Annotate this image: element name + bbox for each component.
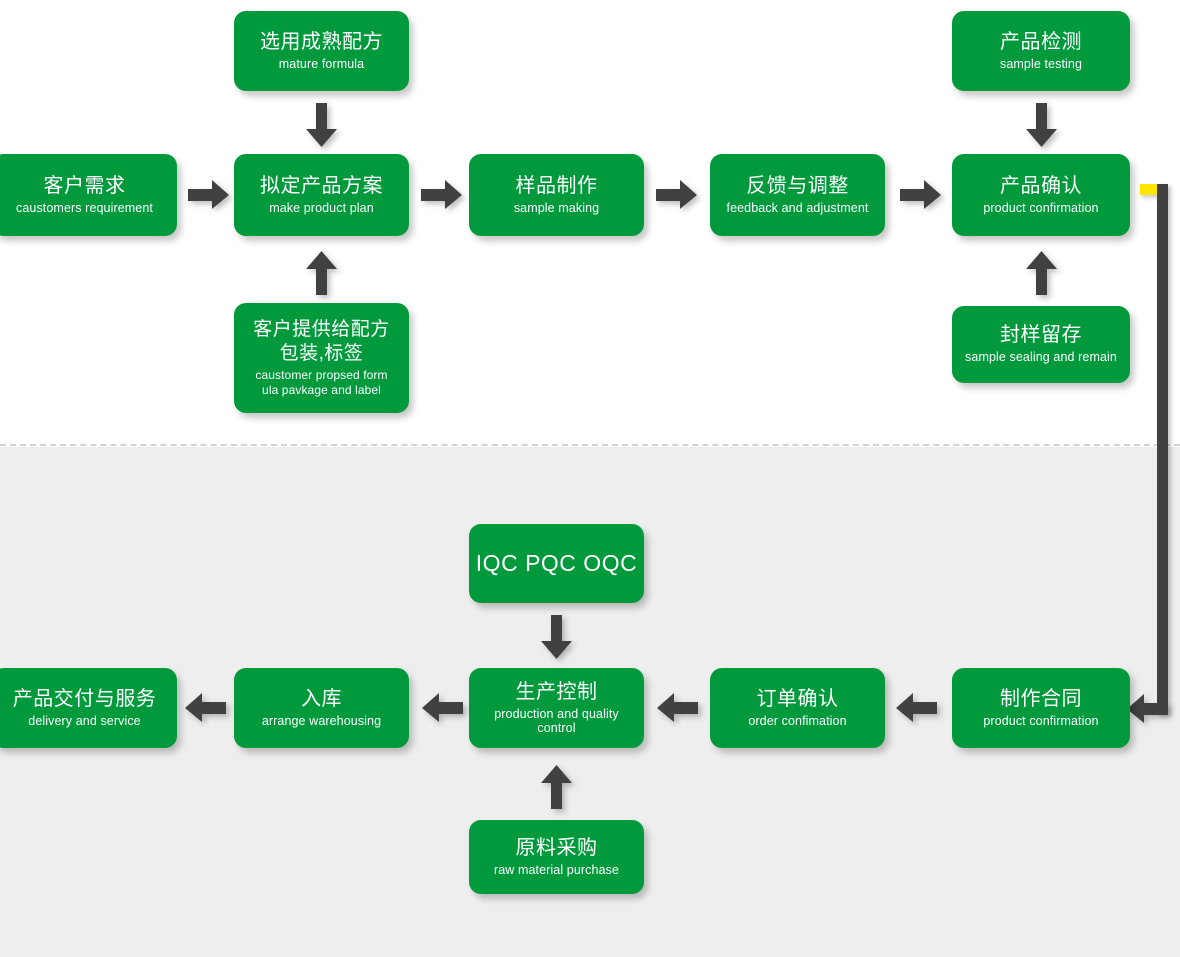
node-sample-making[interactable]: 样品制作 sample making [469, 154, 644, 236]
arrow-right-requirement-to-plan [188, 180, 230, 210]
node-product-confirmation[interactable]: 产品确认 product confirmation [952, 154, 1130, 236]
node-warehousing[interactable]: 入库 arrange warehousing [234, 668, 409, 748]
node-production-control[interactable]: 生产控制 production and quality control [469, 668, 644, 748]
node-title-en: sample testing [1000, 56, 1082, 71]
node-title-en: caustomer propsed form ula pavkage and l… [255, 367, 388, 397]
arrow-right-sample-to-feedback [656, 180, 698, 210]
node-title-cn: IQC PQC OQC [475, 550, 638, 577]
arrow-right-plan-to-sample [421, 180, 463, 210]
node-title-en: sample sealing and remain [965, 350, 1117, 365]
node-title-cn: 订单确认 [756, 687, 839, 710]
node-title-en: delivery and service [28, 713, 141, 728]
node-iqc-pqc-oqc[interactable]: IQC PQC OQC [469, 524, 644, 603]
arrow-left-contract-to-order [895, 693, 937, 723]
arrow-down-iqc-to-production [540, 615, 573, 660]
node-customer-formula[interactable]: 客户提供给配方 包装,标签 caustomer propsed form ula… [234, 303, 409, 413]
node-title-en: product confirmation [983, 713, 1099, 728]
node-title-cn: 客户需求 [43, 174, 126, 197]
node-title-cn: 生产控制 [515, 680, 598, 703]
node-make-product-plan[interactable]: 拟定产品方案 make product plan [234, 154, 409, 236]
arrow-down-testing-to-confirmation [1025, 103, 1058, 148]
node-sample-sealing[interactable]: 封样留存 sample sealing and remain [952, 306, 1130, 383]
arrow-left-production-to-warehousing [421, 693, 463, 723]
node-title-en: sample making [513, 200, 600, 215]
node-title-en: product confirmation [983, 200, 1099, 215]
node-title-en: mature formula [278, 56, 365, 71]
node-title-en: feedback and adjustment [726, 200, 869, 215]
node-title-cn: 制作合同 [1000, 687, 1082, 710]
node-title-cn: 原料采购 [515, 836, 598, 859]
node-raw-material[interactable]: 原料采购 raw material purchase [469, 820, 644, 894]
node-title-cn: 产品确认 [1000, 174, 1082, 197]
node-feedback-adjustment[interactable]: 反馈与调整 feedback and adjustment [710, 154, 885, 236]
node-title-en: caustomers requirement [16, 200, 153, 215]
node-make-contract[interactable]: 制作合同 product confirmation [952, 668, 1130, 748]
node-title-cn: 样品制作 [515, 174, 598, 197]
node-title-en: make product plan [269, 200, 374, 215]
node-sample-testing[interactable]: 产品检测 sample testing [952, 11, 1130, 91]
arrow-down-mature-formula [305, 103, 338, 148]
arrow-up-raw-material-to-production [540, 764, 573, 809]
node-delivery-service[interactable]: 产品交付与服务 delivery and service [0, 668, 177, 748]
node-customer-requirement[interactable]: 客户需求 caustomers requirement [0, 154, 177, 236]
connector-vertical-line [1157, 184, 1168, 714]
arrow-up-customer-formula-to-plan [305, 250, 338, 295]
node-title-cn: 客户提供给配方 包装,标签 [253, 319, 390, 364]
node-title-cn: 选用成熟配方 [260, 30, 383, 53]
arrow-left-order-to-production [656, 693, 698, 723]
arrow-up-sample-sealing-to-confirmation [1025, 250, 1058, 295]
arrow-left-confirmation-to-contract [1126, 694, 1168, 724]
node-title-cn: 拟定产品方案 [260, 174, 383, 197]
section-divider [0, 444, 1180, 446]
arrow-left-warehousing-to-delivery [184, 693, 226, 723]
node-title-en: raw material purchase [493, 862, 620, 877]
node-title-en: arrange warehousing [261, 713, 382, 728]
node-order-confirmation[interactable]: 订单确认 order confimation [710, 668, 885, 748]
node-title-cn: 产品交付与服务 [12, 687, 157, 710]
node-title-cn: 入库 [301, 687, 342, 710]
node-title-cn: 封样留存 [1000, 324, 1082, 347]
connector-highlight-yellow [1140, 184, 1165, 195]
node-title-en: order confimation [748, 713, 847, 728]
arrow-right-feedback-to-confirmation [900, 180, 942, 210]
node-title-cn: 产品检测 [1000, 30, 1082, 53]
node-title-cn: 反馈与调整 [746, 174, 849, 197]
node-title-en: production and quality control [494, 706, 619, 735]
node-mature-formula[interactable]: 选用成熟配方 mature formula [234, 11, 409, 91]
